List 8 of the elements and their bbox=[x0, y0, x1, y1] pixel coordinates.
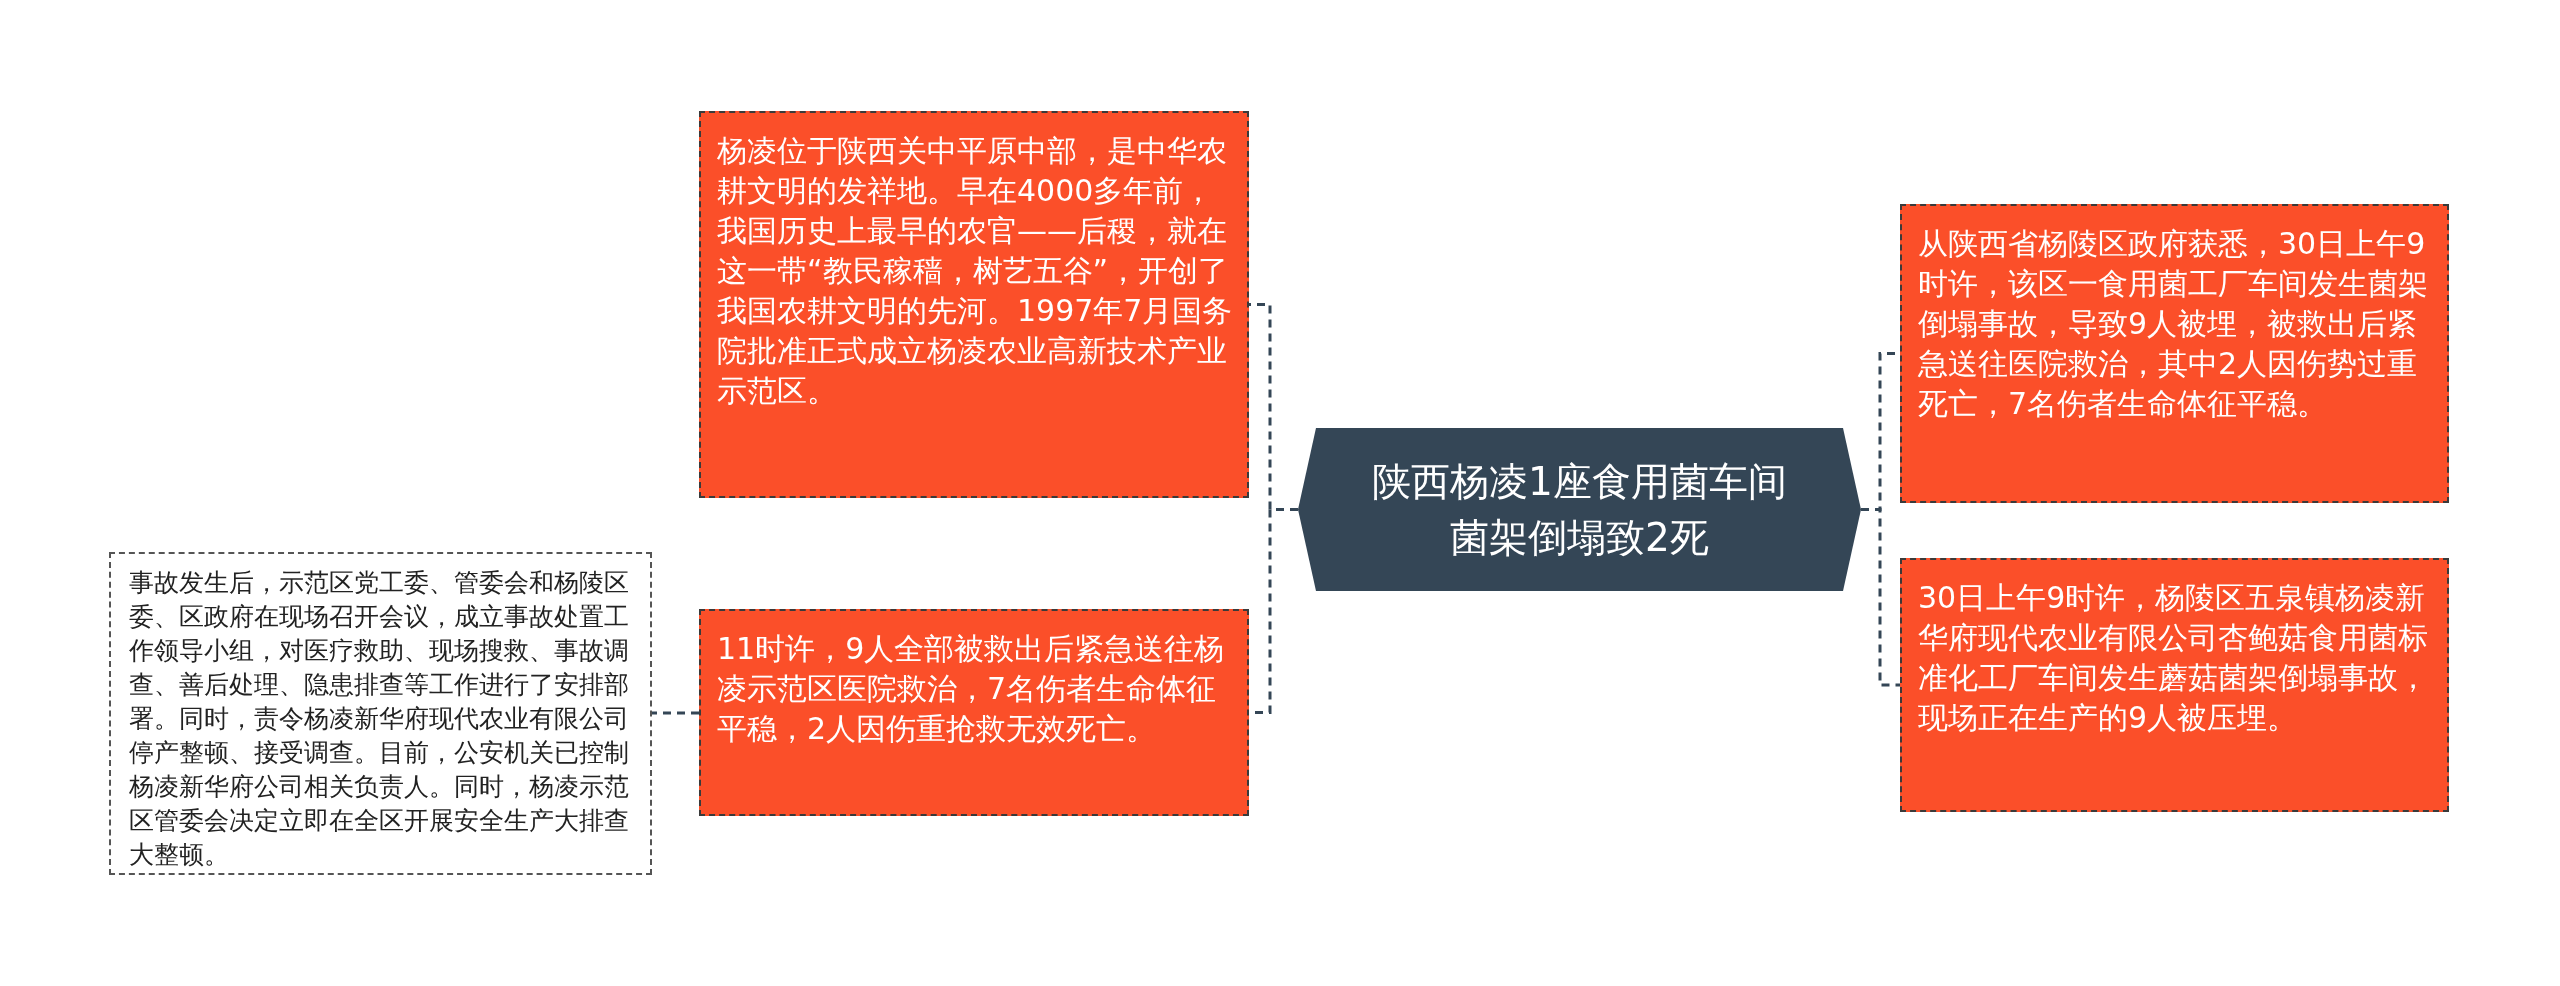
note-box: 事故发生后，示范区党工委、管委会和杨陵区委、区政府在现场召开会议，成立事故处置工作领导小组，对医疗救助、现场搜救、事故调查、善后处理、隐患排查等工作进行了安排部署。同时，责令杨凌新华府现代农业有限公司停产整顿、接受调查。目前，公安机关已控制杨凌新华府公司相关负责人。同时，杨凌示范区管委会决定立即在全区开展安全生产大排查大整顿。 bbox=[109, 552, 652, 875]
connector-line bbox=[652, 711, 699, 715]
topic-box: 杨凌位于陕西关中平原中部，是中华农耕文明的发祥地。早在4000多年前，我国历史上最早的农官——后稷，就在这一带“教民稼穑，树艺五谷”，开创了我国农耕文明的先河。1997年7月国务院批准正式成立杨凌农业高新技术产业示范区。 bbox=[699, 111, 1249, 498]
central-topic-hexagon: 陕西杨凌1座食用菌车间菌架倒塌致2死 bbox=[1298, 428, 1861, 591]
topic-box: 从陕西省杨陵区政府获悉，30日上午9时许，该区一食用菌工厂车间发生菌架倒塌事故，导致9人被埋，被救出后紧急送往医院救治，其中2人因伤势过重死亡，7名伤者生命体征平稳。 bbox=[1900, 204, 2449, 503]
topic-box: 30日上午9时许，杨陵区五泉镇杨凌新华府现代农业有限公司杏鲍菇食用菌标准化工厂车间发生蘑菇菌架倒塌事故，现场正在生产的9人被压埋。 bbox=[1900, 558, 2449, 812]
connector-line bbox=[1861, 508, 1900, 687]
topic-box: 11时许，9人全部被救出后紧急送往杨凌示范区医院救治，7名伤者生命体征平稳，2人因伤重抢救无效死亡。 bbox=[699, 609, 1249, 816]
